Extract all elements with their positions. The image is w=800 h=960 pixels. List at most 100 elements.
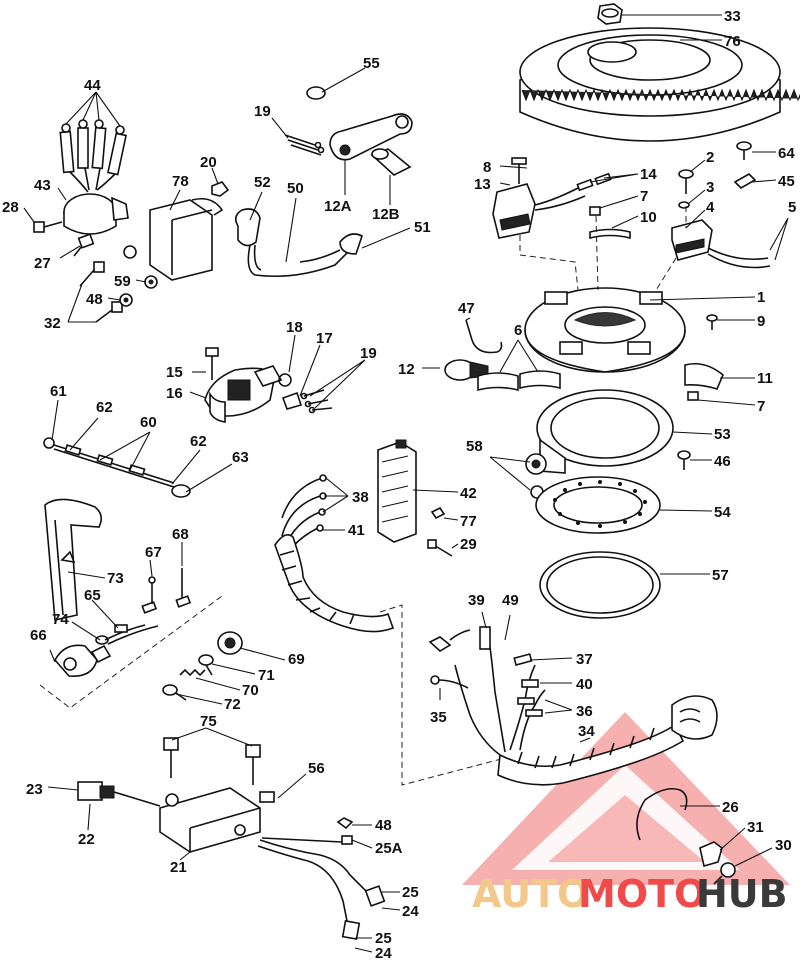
callout-71: 71 <box>258 667 275 684</box>
terminal-block <box>377 439 417 543</box>
dashed-guide <box>519 235 579 291</box>
callout-19: 19 <box>254 103 271 120</box>
wires-24-25 <box>257 839 386 941</box>
washer-48 <box>119 293 133 307</box>
terminal-25a <box>261 835 353 845</box>
grommet-74 <box>95 635 109 645</box>
washer-3 <box>678 201 690 209</box>
callout-7b: 7 <box>757 398 765 415</box>
sleeve-6 <box>477 370 561 392</box>
callout-64: 64 <box>778 145 795 162</box>
callout-33: 33 <box>724 8 741 25</box>
callout-2: 2 <box>706 149 714 166</box>
callout-20: 20 <box>200 154 217 171</box>
spark-plug-boot-51 <box>299 233 363 263</box>
callout-6: 6 <box>514 322 522 339</box>
timer-base <box>524 287 686 373</box>
watermark-text-moto: MOTO <box>578 872 706 916</box>
callout-23: 23 <box>26 781 43 798</box>
connector-40 <box>521 679 539 688</box>
retainer-26 <box>636 787 688 841</box>
callout-15: 15 <box>166 364 183 381</box>
callout-12b: 12B <box>372 206 400 223</box>
callout-17: 17 <box>316 330 333 347</box>
callout-14: 14 <box>640 166 657 183</box>
callout-13: 13 <box>474 176 491 193</box>
callout-37: 37 <box>576 651 593 668</box>
callout-1: 1 <box>757 289 765 306</box>
leader-lines <box>23 14 789 953</box>
nut-59 <box>123 245 158 289</box>
callout-labels: 33 76 8 13 14 7 10 2 3 4 64 45 5 1 9 11 … <box>2 8 796 960</box>
callout-53: 53 <box>714 426 731 443</box>
callout-55: 55 <box>363 55 380 72</box>
callout-9: 9 <box>757 313 765 330</box>
terminal-48b <box>336 817 354 830</box>
callout-12a: 12A <box>324 198 352 215</box>
solenoid-43 <box>63 193 129 235</box>
callout-4: 4 <box>706 199 715 216</box>
callout-8: 8 <box>483 159 491 176</box>
charge-coil <box>492 183 586 239</box>
screw-29 <box>427 539 453 557</box>
callout-12: 12 <box>398 361 415 378</box>
callout-45: 45 <box>778 173 795 190</box>
callout-46: 46 <box>714 453 731 470</box>
wire-harness-34 <box>454 646 718 786</box>
watermark-logo: AUTO MOTO HUB <box>472 872 788 916</box>
screw-64 <box>736 141 752 160</box>
power-pack-21 <box>159 787 261 853</box>
connector-22 <box>77 781 161 807</box>
dashed-guide <box>595 215 599 291</box>
screw-77 <box>430 506 446 520</box>
callout-40: 40 <box>576 676 593 693</box>
retainer-ring-54 <box>535 476 661 534</box>
callout-68: 68 <box>172 526 189 543</box>
callout-66: 66 <box>30 627 47 644</box>
sensor-coil <box>671 219 771 269</box>
screw-30 <box>713 862 736 885</box>
clip-55 <box>306 86 326 100</box>
flywheel <box>519 27 800 142</box>
callout-19b: 19 <box>360 345 377 362</box>
clamp-10 <box>589 228 631 240</box>
callout-5: 5 <box>788 199 796 216</box>
wire-65 <box>104 568 192 645</box>
callout-10: 10 <box>640 209 657 226</box>
callout-44: 44 <box>84 77 101 94</box>
plunger-71 <box>198 654 214 676</box>
spring-47 <box>465 319 503 354</box>
callout-32: 32 <box>44 315 61 332</box>
screw-8 <box>511 157 527 184</box>
bracket-73 <box>44 498 103 621</box>
sleeve-12b <box>370 148 412 176</box>
callout-58: 58 <box>466 438 483 455</box>
callout-76: 76 <box>724 33 741 50</box>
wire-19-top <box>284 134 325 156</box>
watermark-text-hub: HUB <box>696 872 788 916</box>
screw-9 <box>706 314 718 330</box>
callout-25b: 25 <box>375 930 392 947</box>
screw-7b <box>687 391 699 401</box>
callout-18: 18 <box>286 319 303 336</box>
callout-25a: 25A <box>375 840 403 857</box>
callout-39: 39 <box>468 592 485 609</box>
callout-51: 51 <box>414 219 431 236</box>
callout-50: 50 <box>287 180 304 197</box>
callout-11: 11 <box>757 370 773 387</box>
high-tension-leads-44 <box>59 119 127 193</box>
callout-22: 22 <box>78 831 95 848</box>
callout-38: 38 <box>352 489 369 506</box>
callout-7: 7 <box>640 188 648 205</box>
retaining-ring-57 <box>539 551 661 619</box>
nut-58 <box>525 453 547 499</box>
terminal-56 <box>259 791 275 803</box>
wire-harness-41 <box>274 474 395 633</box>
connector-49 <box>428 629 471 652</box>
callout-54: 54 <box>714 504 731 521</box>
connector-14 <box>576 172 612 192</box>
callout-72: 72 <box>224 696 241 713</box>
callout-70: 70 <box>242 682 259 699</box>
rectifier-16 <box>204 365 283 423</box>
